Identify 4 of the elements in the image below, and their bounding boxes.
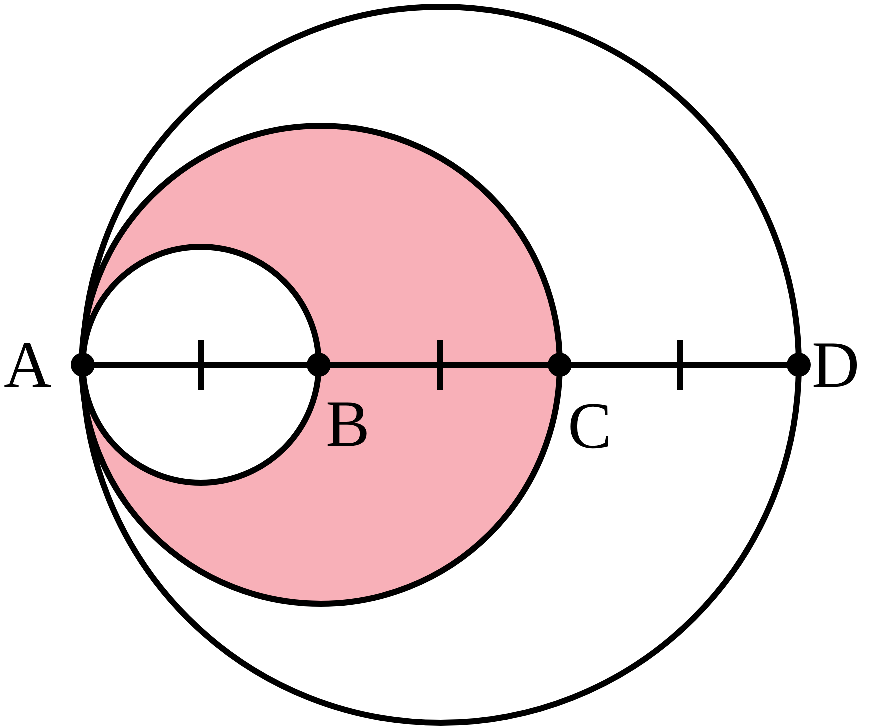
- point-label: D: [812, 333, 860, 399]
- point-label: B: [326, 392, 370, 458]
- point-label: C: [568, 394, 612, 460]
- point-label: A: [4, 333, 52, 399]
